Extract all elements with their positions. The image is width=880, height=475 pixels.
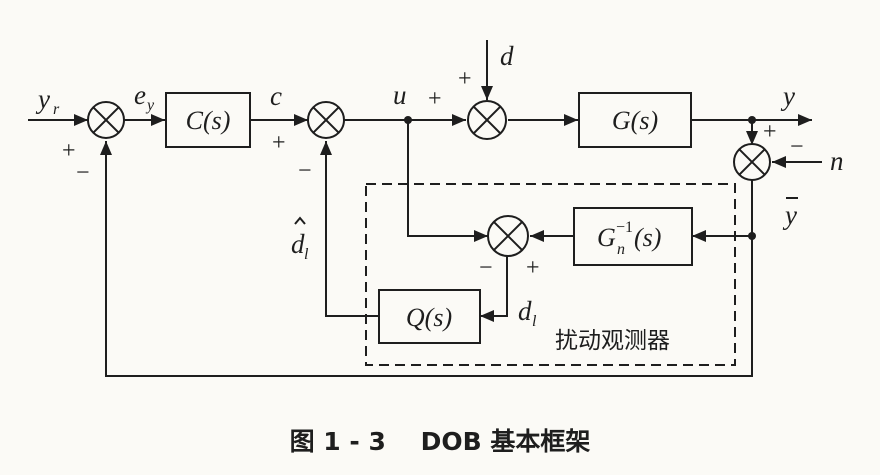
observer-label: 扰动观测器 <box>555 328 670 354</box>
arrow-into-sum5-top <box>746 131 758 145</box>
arrow-into-sum2 <box>294 114 308 126</box>
arrow-y-out <box>798 114 812 126</box>
sign-sum3-plus-left: + <box>428 86 442 112</box>
summing-junction-5 <box>733 143 771 181</box>
wire-Q-to-sum2 <box>325 141 378 317</box>
inverse-model-sup: −1 <box>616 219 633 236</box>
label-d: d <box>500 41 514 71</box>
label-yr: y <box>35 84 50 114</box>
label-dl-sub: l <box>532 313 537 330</box>
inverse-model-tail: (s) <box>634 223 661 252</box>
sign-sum1-plus: + <box>62 138 76 164</box>
controller-label: C(s) <box>186 106 231 135</box>
wire-feedback-to-sum1 <box>105 141 753 377</box>
label-yr-sub: r <box>53 101 60 118</box>
wire-u-to-sum4 <box>407 120 488 237</box>
arrow-into-sum4-left <box>474 230 488 242</box>
arrow-n-into-sum5 <box>772 156 786 168</box>
summing-junction-4 <box>487 215 529 257</box>
figure-caption: 图 1 - 3 DOB 基本框架 <box>290 427 591 456</box>
controller-block: C(s) <box>165 92 251 148</box>
label-c: c <box>270 81 282 111</box>
sign-sum5-plus: + <box>763 119 777 145</box>
sign-sum2-plus: + <box>272 130 286 156</box>
arrow-into-sum3 <box>452 114 466 126</box>
label-ey-sub: y <box>145 97 155 114</box>
arrow-into-G <box>564 114 578 126</box>
sign-sum2-minus: − <box>298 158 312 184</box>
label-dhat-hat <box>294 216 306 225</box>
arrow-dhat-into-sum2 <box>320 141 332 155</box>
summing-junction-2 <box>307 101 345 139</box>
label-dhat-sub: l <box>304 246 309 263</box>
inverse-model-sub: n <box>617 241 625 258</box>
sign-sum5-minus: − <box>790 134 804 160</box>
sign-sum3-plus-top: + <box>458 66 472 92</box>
arrow-into-sum4-right <box>530 230 544 242</box>
arrow-into-Q <box>480 310 494 322</box>
arrow-d-into-sum3 <box>481 86 493 100</box>
q-filter-block: Q(s) <box>378 289 481 344</box>
plant-label: G(s) <box>612 106 658 135</box>
arrow-feedback-into-sum1 <box>100 141 112 155</box>
junction-dot-ybar <box>748 232 756 240</box>
arrow-into-C <box>151 114 165 126</box>
label-dhat: d <box>291 229 305 259</box>
sign-sum4-minus: − <box>479 255 493 281</box>
inverse-model-G: G <box>597 223 616 252</box>
observer-dashed-boundary <box>365 183 736 366</box>
plant-block: G(s) <box>578 92 692 148</box>
sign-sum1-minus: − <box>76 160 90 186</box>
arrow-into-Ginv <box>692 230 706 242</box>
q-filter-label: Q(s) <box>406 303 452 332</box>
arrow-into-sum1 <box>74 114 88 126</box>
summing-junction-1 <box>87 101 125 139</box>
label-ey: e <box>134 80 146 110</box>
summing-junction-3 <box>467 100 507 140</box>
sign-sum4-plus: + <box>526 255 540 281</box>
label-y: y <box>780 81 795 111</box>
arrow-heads <box>74 86 812 322</box>
label-n: n <box>830 146 844 176</box>
junction-dot-u <box>404 116 412 124</box>
junction-dot-y <box>748 116 756 124</box>
label-ybar: y <box>782 200 797 230</box>
inverse-model-block: G −1 n (s) <box>573 207 693 266</box>
label-u: u <box>393 80 407 110</box>
label-dl: d <box>518 296 532 326</box>
